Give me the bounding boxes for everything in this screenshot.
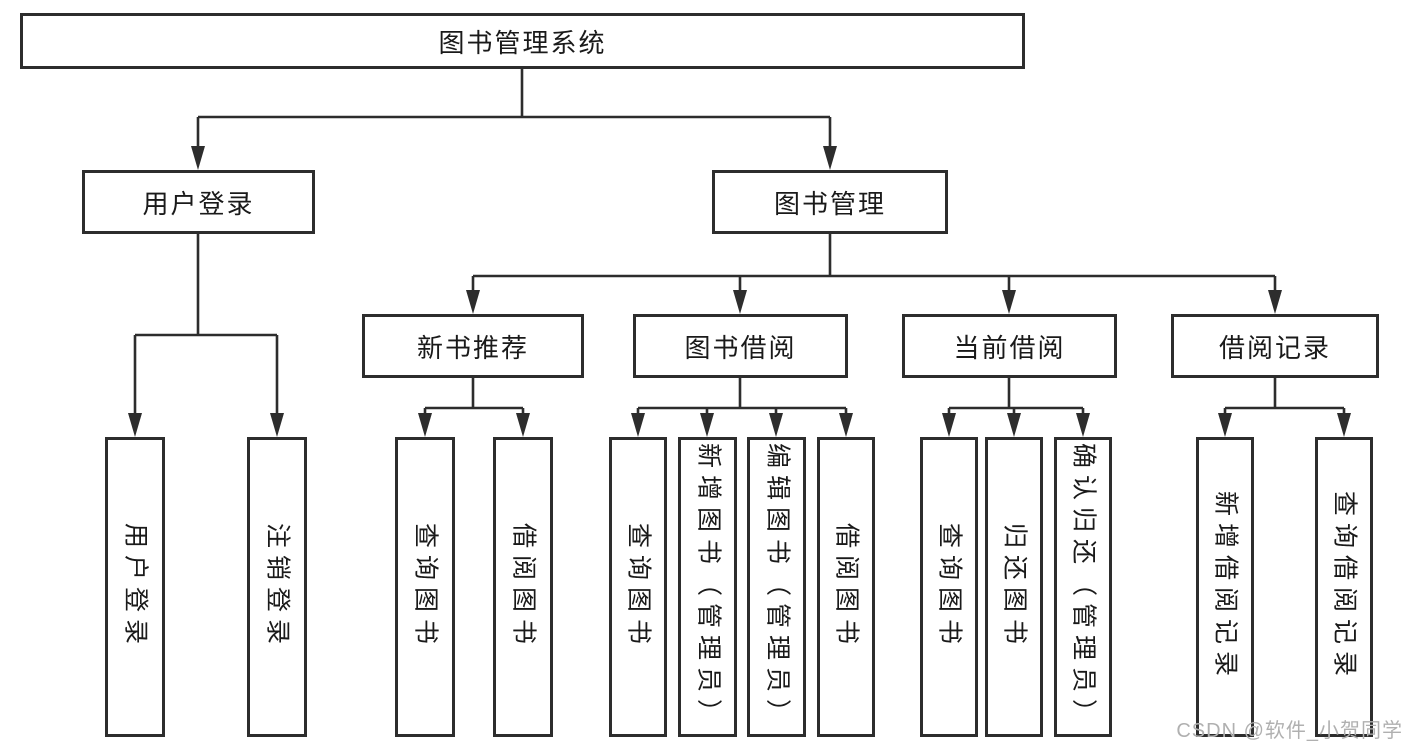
- node-leaf-br-add-record: 新增借阅记录: [1196, 437, 1254, 737]
- node-leaf-user-login-label: 用户登录: [121, 522, 150, 652]
- node-book-borrowing-label: 图书借阅: [684, 332, 797, 363]
- node-library-system-label: 图书管理系统: [438, 27, 607, 58]
- node-leaf-logout: 注销登录: [247, 437, 307, 737]
- node-borrowing-records: 借阅记录: [1171, 314, 1379, 378]
- node-leaf-br-add-record-label: 新增借阅记录: [1211, 490, 1240, 684]
- node-new-book-recommend: 新书推荐: [362, 314, 584, 378]
- node-leaf-user-login: 用户登录: [105, 437, 165, 737]
- node-leaf-bb-edit-books-admin-label: 编辑图书（管理员）: [763, 442, 791, 732]
- node-library-system: 图书管理系统: [20, 13, 1025, 69]
- node-user-login: 用户登录: [82, 170, 315, 234]
- node-leaf-logout-label: 注销登录: [263, 522, 292, 652]
- node-book-management-label: 图书管理: [773, 188, 886, 219]
- arrowheads: [128, 146, 1351, 437]
- node-book-management: 图书管理: [712, 170, 948, 234]
- node-user-login-label: 用户登录: [142, 188, 255, 219]
- watermark: CSDN @软件_小贺同学: [1176, 720, 1403, 742]
- node-leaf-bb-add-books-admin-label: 新增图书（管理员）: [694, 442, 722, 732]
- node-leaf-br-query-record: 查询借阅记录: [1315, 437, 1373, 737]
- node-leaf-nbr-query-books-label: 查询图书: [411, 522, 440, 652]
- node-leaf-nbr-query-books: 查询图书: [395, 437, 455, 737]
- node-leaf-cb-return-books: 归还图书: [985, 437, 1043, 737]
- node-leaf-bb-add-books-admin: 新增图书（管理员）: [678, 437, 737, 737]
- node-new-book-recommend-label: 新书推荐: [416, 332, 529, 363]
- node-leaf-bb-borrow-books-label: 借阅图书: [832, 522, 861, 652]
- node-leaf-bb-query-books: 查询图书: [609, 437, 667, 737]
- node-current-borrowing-label: 当前借阅: [953, 332, 1066, 363]
- node-leaf-cb-query-books-label: 查询图书: [935, 522, 964, 652]
- node-book-borrowing: 图书借阅: [633, 314, 848, 378]
- node-leaf-bb-borrow-books: 借阅图书: [817, 437, 875, 737]
- node-borrowing-records-label: 借阅记录: [1218, 332, 1331, 363]
- node-current-borrowing: 当前借阅: [902, 314, 1117, 378]
- node-leaf-bb-edit-books-admin: 编辑图书（管理员）: [747, 437, 806, 737]
- node-leaf-br-query-record-label: 查询借阅记录: [1330, 490, 1359, 684]
- node-leaf-bb-query-books-label: 查询图书: [624, 522, 653, 652]
- node-leaf-nbr-borrow-books: 借阅图书: [493, 437, 553, 737]
- node-leaf-cb-confirm-return-admin-label: 确认归还（管理员）: [1069, 442, 1098, 732]
- node-leaf-cb-return-books-label: 归还图书: [1000, 522, 1029, 652]
- node-leaf-cb-confirm-return-admin: 确认归还（管理员）: [1054, 437, 1112, 737]
- node-leaf-nbr-borrow-books-label: 借阅图书: [509, 522, 538, 652]
- node-leaf-cb-query-books: 查询图书: [920, 437, 978, 737]
